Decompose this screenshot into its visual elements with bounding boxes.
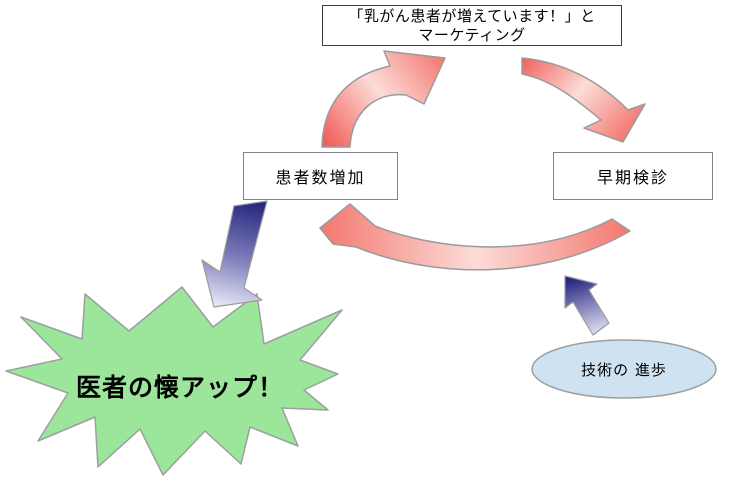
node-marketing-line2: マーケティング [418,25,526,44]
node-marketing-line1: 「乳がん患者が増えています！」と [348,6,596,25]
curved-arrow-screening-to-patients-icon [319,203,631,271]
technology-label: 技術の 進歩 [581,361,667,379]
node-marketing: 「乳がん患者が増えています！」と マーケティング [322,5,622,46]
node-patients: 患者数増加 [243,152,398,200]
node-screening: 早期検診 [553,152,713,200]
technology-ellipse [531,339,717,399]
starburst-shape [5,286,343,476]
curved-arrow-patients-to-marketing-icon [321,50,446,148]
arrow-patients-to-profit-icon [201,200,268,308]
starburst-label: 医者の懐アップ！ [75,373,284,402]
node-screening-label: 早期検診 [596,168,669,187]
curved-arrow-marketing-to-screening-icon [521,57,646,143]
node-patients-label: 患者数増加 [275,168,366,187]
arrow-technology-to-cycle-icon [564,275,610,336]
